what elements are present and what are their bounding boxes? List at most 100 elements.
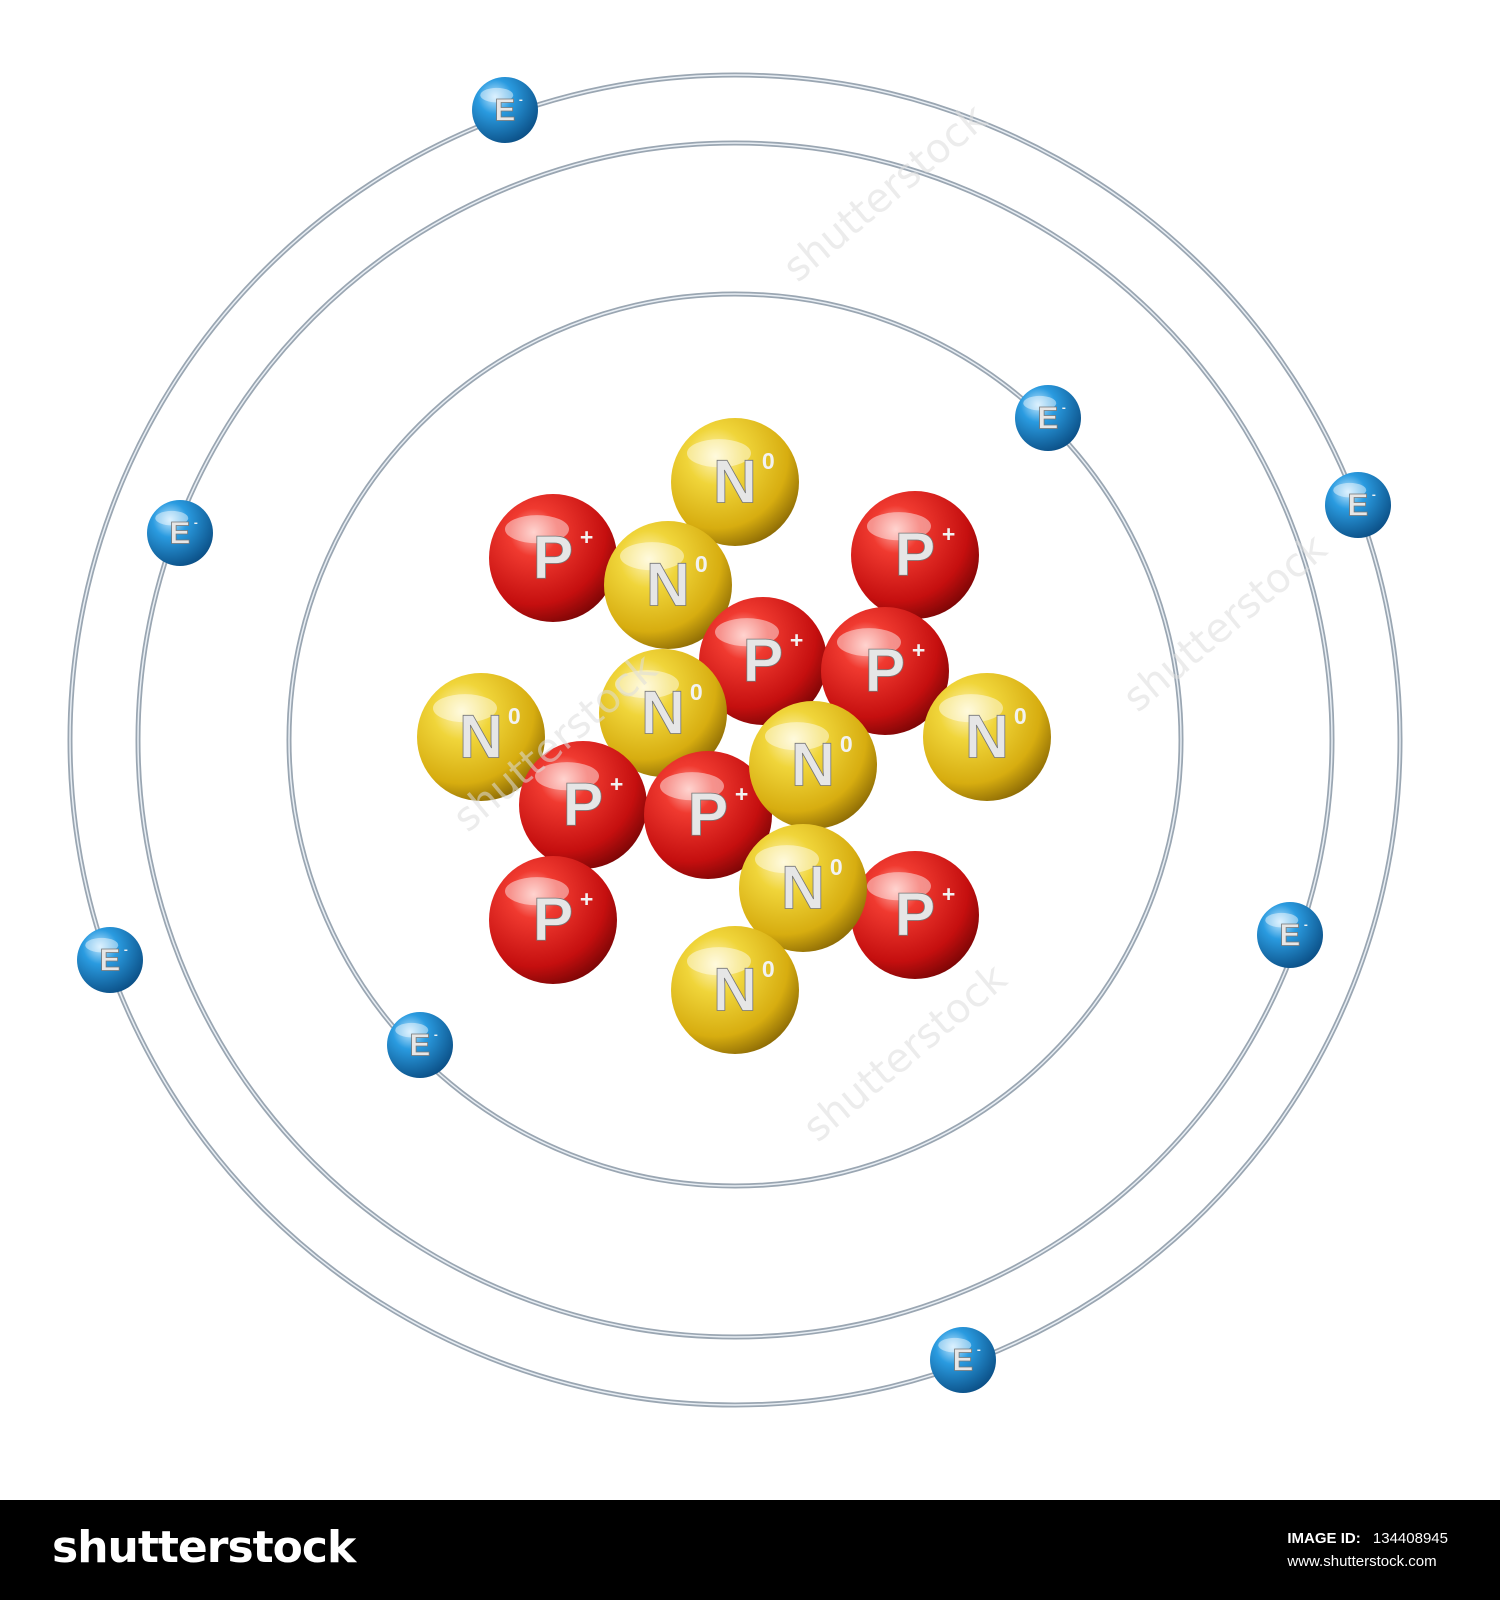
proton-12-sphere — [489, 856, 617, 984]
neutron-13-charge: 0 — [840, 731, 853, 757]
proton-10-sphere — [519, 741, 647, 869]
proton-2-sphere — [489, 494, 617, 622]
neutron-13-letter: N — [791, 730, 835, 798]
proton-10-letter: P — [563, 770, 604, 838]
neutron-16-shine — [687, 947, 751, 976]
proton-14-letter: P — [895, 880, 936, 948]
proton-6-letter: P — [865, 636, 906, 704]
neutron-16-sphere — [671, 926, 799, 1054]
electron-4-shine — [1333, 482, 1367, 498]
electron-5-charge: - — [124, 942, 128, 956]
neutron-7-shine — [939, 694, 1003, 723]
neutron-15-letter: N — [781, 853, 825, 921]
electron-7: E- — [1257, 902, 1323, 968]
proton-11-sphere — [644, 751, 772, 879]
proton-14-shine — [867, 872, 931, 901]
proton-11-charge: + — [735, 781, 748, 807]
shutterstock-logo: shutterstock — [52, 1522, 356, 1573]
proton-12-charge: + — [580, 886, 593, 912]
electron-1-charge: - — [519, 92, 523, 106]
electron-2-letter: E — [1038, 401, 1059, 436]
electron-5-sphere — [77, 927, 143, 993]
neutron-1-sphere — [671, 418, 799, 546]
electron-1-letter: E — [495, 93, 516, 128]
neutron-4-letter: N — [646, 550, 690, 618]
neutron-15-charge: 0 — [830, 854, 843, 880]
electron-6-letter: E — [410, 1028, 431, 1063]
electron-1-sphere — [472, 77, 538, 143]
image-id-value: 134408945 — [1372, 1530, 1448, 1547]
proton-3-sphere — [851, 491, 979, 619]
middle-orbit — [135, 140, 1335, 1340]
electron-4: E- — [1325, 472, 1391, 538]
neutron-8-sphere — [417, 673, 545, 801]
electron-3-sphere — [147, 500, 213, 566]
proton-12-shine — [505, 877, 569, 906]
proton-14-sphere — [851, 851, 979, 979]
neutron-7-sphere — [923, 673, 1051, 801]
proton-5: P+ — [699, 597, 827, 725]
image-id-row: IMAGE ID: 134408945 — [1287, 1530, 1448, 1547]
electron-3: E- — [147, 500, 213, 566]
electron-7-sphere — [1257, 902, 1323, 968]
proton-3-letter: P — [895, 520, 936, 588]
neutron-13-shine — [765, 722, 829, 751]
outer-orbit — [67, 72, 1403, 1408]
electron-2-charge: - — [1062, 400, 1066, 414]
neutron-8-charge: 0 — [508, 703, 521, 729]
middle-orbit-highlight — [137, 142, 1333, 1338]
electron-3-letter: E — [170, 516, 191, 551]
neutron-9-charge: 0 — [690, 679, 703, 705]
neutron-9-sphere — [599, 649, 727, 777]
electron-8-shine — [938, 1337, 972, 1353]
proton-2-letter: P — [533, 523, 574, 591]
neutron-1-charge: 0 — [762, 448, 775, 474]
proton-14: P+ — [851, 851, 979, 979]
outer-orbit-highlight — [69, 74, 1401, 1406]
proton-10-shine — [535, 762, 599, 791]
neutron-16-letter: N — [713, 955, 757, 1023]
proton-2-shine — [505, 515, 569, 544]
electron-1-shine — [480, 87, 514, 103]
proton-3-shine — [867, 512, 931, 541]
neutron-4-charge: 0 — [695, 551, 708, 577]
electron-7-shine — [1265, 912, 1299, 928]
neutron-15-shine — [755, 845, 819, 874]
proton-3: P+ — [851, 491, 979, 619]
image-id-label: IMAGE ID: — [1287, 1530, 1361, 1547]
neutron-1-shine — [687, 439, 751, 468]
electron-4-charge: - — [1372, 487, 1376, 501]
neutron-7-charge: 0 — [1014, 703, 1027, 729]
neutron-4-sphere — [604, 521, 732, 649]
proton-12-letter: P — [533, 885, 574, 953]
electron-2-shine — [1023, 395, 1057, 411]
electron-8-charge: - — [977, 1342, 981, 1356]
neutron-8-shine — [433, 694, 497, 723]
electron-2: E- — [1015, 385, 1081, 451]
electron-4-sphere — [1325, 472, 1391, 538]
site-url: www.shutterstock.com — [1287, 1553, 1437, 1570]
proton-2: P+ — [489, 494, 617, 622]
neutron-15-sphere — [739, 824, 867, 952]
electron-8-letter: E — [953, 1343, 974, 1378]
neutron-8-letter: N — [459, 702, 503, 770]
electron-5-shine — [85, 937, 119, 953]
proton-5-shine — [715, 618, 779, 647]
footer-bar: shutterstock IMAGE ID: 134408945 www.shu… — [0, 1500, 1500, 1600]
neutron-9-letter: N — [641, 678, 685, 746]
electron-5-letter: E — [100, 943, 121, 978]
neutron-13-sphere — [749, 701, 877, 829]
proton-2-charge: + — [580, 524, 593, 550]
proton-10-charge: + — [610, 771, 623, 797]
electron-6-sphere — [387, 1012, 453, 1078]
electron-3-shine — [155, 510, 189, 526]
electron-6-charge: - — [434, 1027, 438, 1041]
